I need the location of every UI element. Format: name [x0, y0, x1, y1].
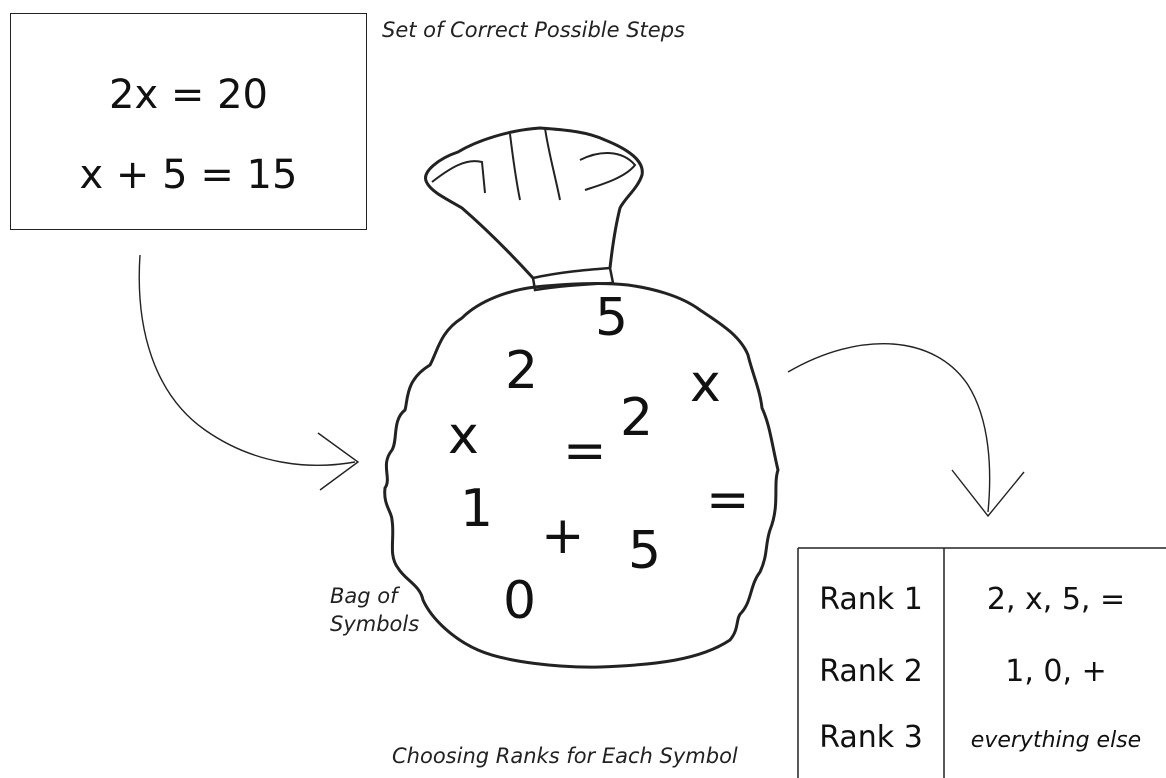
bag-symbol: 5 — [628, 521, 662, 581]
bag-symbol: + — [541, 506, 585, 566]
rank-table: Rank 1 2, x, 5, = Rank 2 1, 0, + Rank 3 … — [798, 548, 1166, 778]
bag-symbol: 1 — [460, 479, 494, 539]
bag-top-fold-mid — [509, 133, 521, 201]
bag-symbol: 2 — [505, 341, 539, 401]
bag-neck-band — [531, 266, 615, 292]
bag-symbol: = — [563, 421, 607, 481]
bag-symbol: 0 — [503, 571, 537, 631]
bag-symbol: x — [448, 406, 479, 466]
bag-symbol: x — [690, 354, 721, 414]
correct-steps-box: 2x = 20 x + 5 = 15 — [10, 13, 367, 230]
caption-correct-steps: Set of Correct Possible Steps — [382, 18, 685, 42]
arrow-to-table-head — [951, 469, 1025, 518]
bag-symbol: 2 — [620, 388, 654, 448]
rank-symbols: 1, 0, + — [1005, 654, 1107, 689]
bag-top-fold-right — [579, 152, 637, 191]
caption-bag-line-2: Symbols — [330, 612, 420, 636]
step-equation-1: 2x = 20 — [109, 72, 268, 118]
caption-choosing-ranks: Choosing Ranks for Each Symbol — [392, 744, 738, 768]
bag-top-fold-left — [431, 160, 486, 194]
bag-top — [424, 126, 644, 280]
rank-symbols: 2, x, 5, = — [986, 582, 1126, 617]
rank-label: Rank 1 — [819, 582, 923, 617]
step-equation-2: x + 5 = 15 — [79, 152, 298, 198]
rank-label: Rank 3 — [819, 720, 923, 755]
caption-bag-line-1: Bag of — [330, 584, 398, 608]
rank-symbols: everything else — [970, 728, 1142, 753]
arrow-to-bag-head — [317, 432, 360, 491]
arrow-to-bag — [138, 254, 356, 466]
bag-symbol: 5 — [595, 288, 629, 348]
bag-body — [383, 282, 780, 669]
rank-label: Rank 2 — [819, 654, 923, 689]
caption-bag-of-symbols: Bag of Symbols — [330, 582, 419, 638]
bag-top-fold-mid2 — [544, 127, 561, 201]
arrow-to-table — [787, 343, 991, 513]
bag-symbol: = — [706, 470, 750, 530]
